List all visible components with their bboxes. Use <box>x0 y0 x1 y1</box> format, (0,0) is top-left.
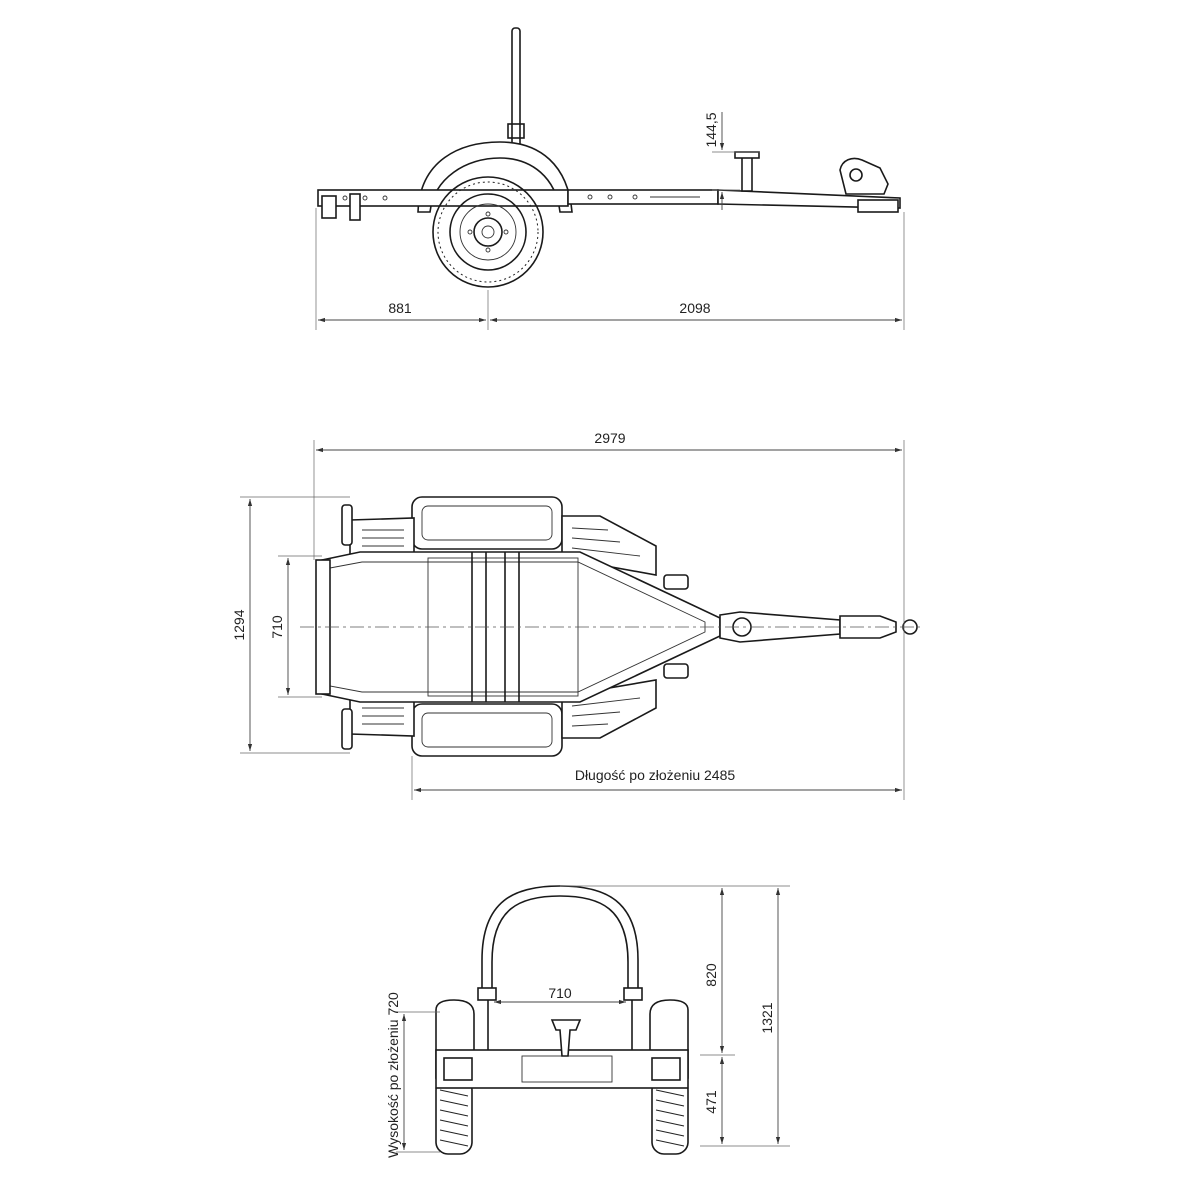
dim-rear-overhang: 881 <box>388 300 412 316</box>
rear-wheel-treads <box>439 1089 685 1147</box>
side-jockey-post <box>741 154 753 192</box>
dim-lower-height: 471 <box>703 1090 719 1114</box>
side-drawbar <box>717 189 901 209</box>
rear-center-jack <box>550 1019 582 1057</box>
rear-arch-inner <box>491 895 629 1000</box>
dim-total-width: 1294 <box>231 609 247 640</box>
side-hub <box>473 217 503 247</box>
rear-view: 710 820 471 1321 Wysokość po złożeniu 72… <box>385 885 790 1158</box>
side-frame-holes <box>342 194 700 201</box>
side-view: 881 2098 144,5 <box>315 27 905 330</box>
top-handle-upper <box>663 574 689 590</box>
side-mast <box>511 27 521 151</box>
dim-folded-height: Wysokość po złożeniu 720 <box>385 992 401 1158</box>
top-rear-light-upper <box>341 504 353 546</box>
dim-frame-width: 710 <box>269 615 285 639</box>
top-fender-lower <box>411 703 563 757</box>
side-fender <box>417 141 573 213</box>
dim-upper-height: 820 <box>703 963 719 987</box>
rear-light-right <box>651 1057 681 1081</box>
side-mast-clamp <box>507 123 525 139</box>
side-tire <box>432 176 544 288</box>
rear-arch-clamp-right <box>623 987 643 1001</box>
dim-folded-length: Długość po złożeniu 2485 <box>575 767 736 783</box>
rear-light-left <box>443 1057 473 1081</box>
rear-arch-outer <box>481 885 639 1000</box>
side-rear-bracket <box>321 195 337 219</box>
side-coupling-head <box>839 157 889 195</box>
dim-total-height: 1321 <box>759 1002 775 1033</box>
dim-total-length: 2979 <box>594 430 625 446</box>
side-rim <box>449 193 527 271</box>
side-rear-light <box>349 193 361 221</box>
top-fender-upper <box>411 496 563 550</box>
side-coupling-plate <box>857 199 899 213</box>
side-coupling-knob <box>849 168 863 182</box>
rear-arch-clamp-left <box>477 987 497 1001</box>
dim-track-inner: 710 <box>548 985 572 1001</box>
side-jockey-top <box>734 151 760 159</box>
dim-axle-to-hitch: 2098 <box>679 300 710 316</box>
top-view: 2979 1294 710 Długość po złożeniu 2485 <box>231 430 920 800</box>
top-panel-slots <box>362 527 641 727</box>
dim-hitch-height: 144,5 <box>703 112 719 147</box>
top-handle-lower <box>663 663 689 679</box>
top-rear-light-lower <box>341 708 353 750</box>
